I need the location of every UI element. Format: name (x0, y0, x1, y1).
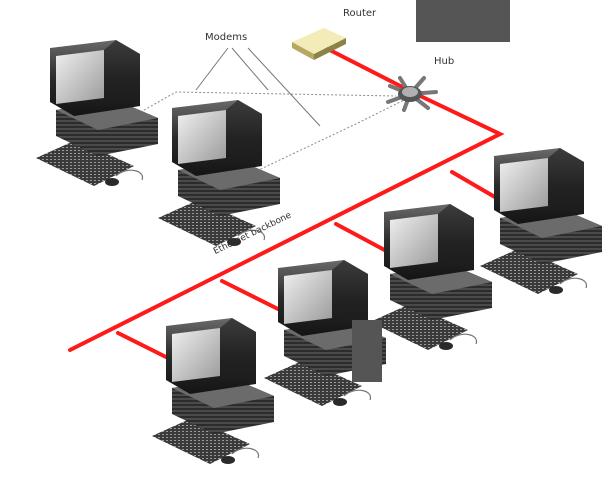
router-icon (292, 28, 346, 60)
computer-icon (479, 147, 603, 295)
modem-links (129, 90, 405, 178)
computer-icon (151, 317, 275, 465)
image-artifact (352, 320, 382, 382)
image-artifact (416, 0, 510, 42)
computer-icon (369, 203, 493, 351)
hub-icon (386, 76, 438, 112)
network-cabling (68, 42, 505, 360)
computer-icon (35, 39, 159, 187)
hub-label: Hub (434, 56, 455, 67)
router-label: Router (343, 8, 377, 19)
modems-label: Modems (205, 32, 248, 43)
